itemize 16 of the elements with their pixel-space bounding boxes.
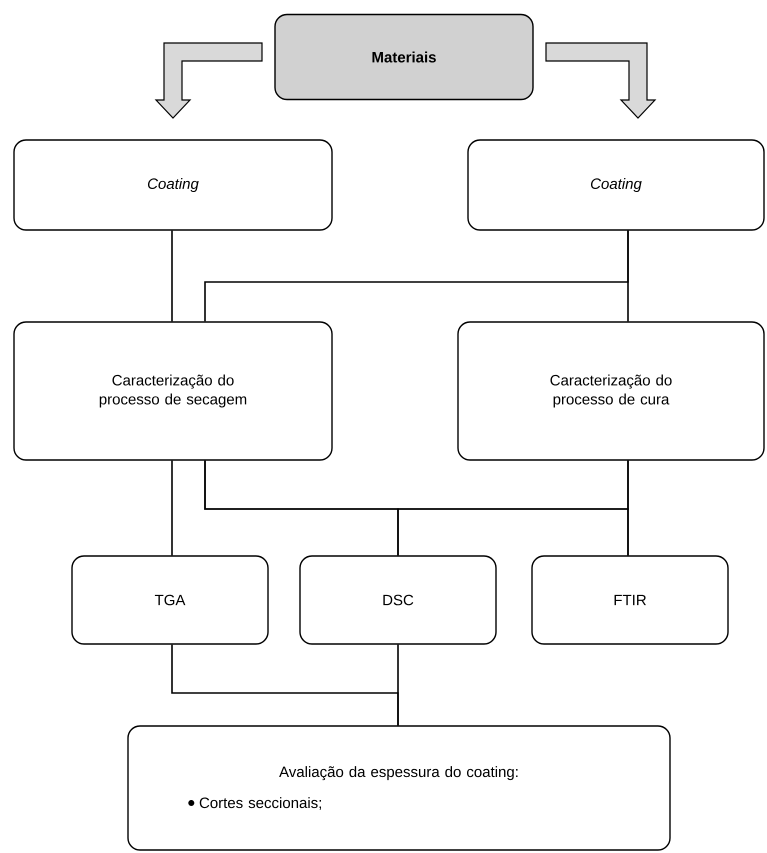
process-box: FTIR [531, 555, 729, 645]
connector-line [171, 230, 173, 322]
block-arrow [545, 42, 656, 119]
note-box: Avaliação da espessura do coating: Cortes seccionais; [127, 725, 671, 851]
connector-line [204, 230, 629, 322]
material-box: Coating [467, 139, 765, 231]
connector-line [171, 460, 173, 556]
process-box: Caracterização do processo de cura [457, 321, 765, 461]
connector-line [397, 644, 399, 726]
process-box: DSC [299, 555, 497, 645]
block-arrow [154, 42, 263, 119]
process-box: Caracterização do processo de secagem [13, 321, 333, 461]
material-box: Coating [13, 139, 333, 231]
title-box: Materiais [274, 14, 534, 100]
process-box: TGA [71, 555, 269, 645]
connector-line [627, 460, 629, 556]
